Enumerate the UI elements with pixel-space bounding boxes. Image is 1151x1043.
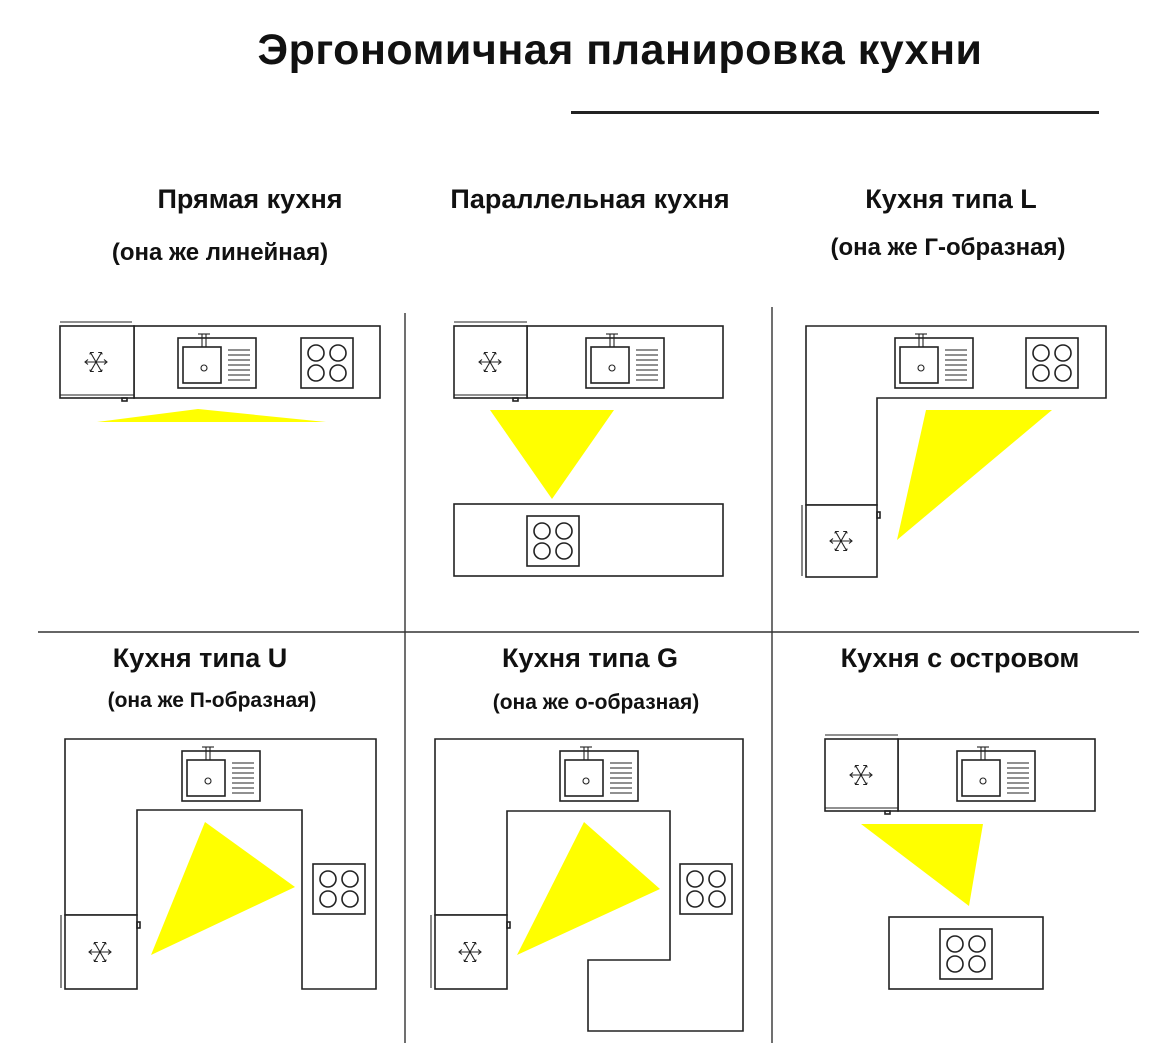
work-triangle: [97, 409, 326, 422]
plan-u-shape: [60, 738, 377, 990]
page-title: Эргономичная планировка кухни: [257, 26, 983, 74]
plan-island: [824, 734, 1096, 990]
work-triangle: [490, 410, 614, 499]
plan-g-shape: [430, 738, 744, 1032]
heading-g-shape: Кухня типа G: [501, 643, 679, 673]
subheading-straight: (она же линейная): [111, 239, 329, 266]
subheading-u-shape: (она же П-образная): [107, 689, 317, 712]
plan-parallel: [453, 321, 724, 577]
plan-l-shape: [801, 325, 1107, 578]
work-triangle: [151, 822, 295, 955]
title-underline: [571, 111, 1099, 114]
heading-island: Кухня с островом: [840, 643, 1080, 673]
work-triangle: [517, 822, 660, 955]
heading-straight: Прямая кухня: [157, 184, 343, 214]
plan-straight: [59, 321, 381, 422]
work-triangle: [861, 824, 983, 906]
heading-parallel: Параллельная кухня: [450, 184, 730, 214]
heading-u-shape: Кухня типа U: [112, 643, 288, 673]
work-triangle: [897, 410, 1052, 540]
subheading-l-shape: (она же Г-образная): [830, 234, 1066, 261]
heading-l-shape: Кухня типа L: [865, 184, 1037, 214]
subheading-g-shape: (она же о-образная): [492, 691, 700, 714]
